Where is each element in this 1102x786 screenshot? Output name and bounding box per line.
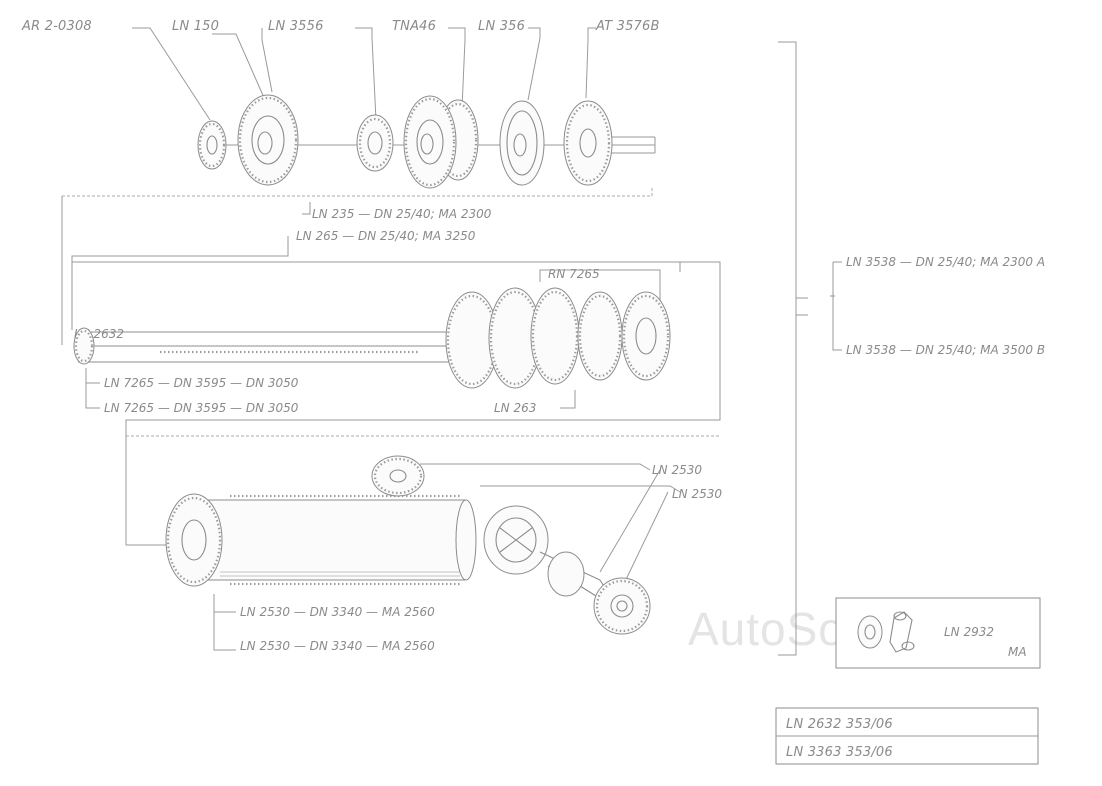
label-mid-5: LN 7265 — DN 3595 — DN 3050 bbox=[104, 401, 299, 415]
inset-detail-box: LN 2932 MA bbox=[835, 597, 1041, 669]
table-row-1: LN 2632 353/06 bbox=[786, 717, 893, 732]
label-top-2: LN 150 bbox=[172, 19, 219, 34]
label-top-5: LN 356 bbox=[478, 19, 525, 34]
label-right-2: LN 3538 — DN 25/40; MA 3500 B bbox=[846, 343, 1045, 357]
lower-shaft-assembly bbox=[165, 455, 651, 635]
label-mid-1: LN 235 — DN 25/40; MA 2300 bbox=[312, 207, 492, 221]
inset-tag: MA bbox=[1008, 645, 1027, 659]
label-right-1: LN 3538 — DN 25/40; MA 2300 A bbox=[846, 255, 1045, 269]
label-top-3: LN 3556 bbox=[268, 19, 324, 34]
top-labels: AR 2-0308 LN 150 LN 3556 TNA46 LN 356 AT… bbox=[21, 19, 660, 34]
label-mid-2: LN 265 — DN 25/40; MA 3250 bbox=[296, 229, 476, 243]
part-number-table: LN 2632 353/06 LN 3363 353/06 bbox=[775, 707, 1039, 765]
label-low-1: LN 2530 bbox=[652, 463, 702, 477]
inset-code: LN 2932 bbox=[944, 625, 994, 639]
top-leader-lines bbox=[132, 27, 596, 121]
label-mid-6: LN 263 bbox=[494, 401, 536, 415]
label-low-4: LN 2530 — DN 3340 — MA 2560 bbox=[240, 639, 435, 653]
middle-shaft-assembly bbox=[73, 269, 671, 409]
label-mid-4: LN 7265 — DN 3595 — DN 3050 bbox=[104, 376, 299, 390]
right-brace bbox=[778, 41, 842, 656]
table-row-2: LN 3363 353/06 bbox=[786, 745, 893, 760]
label-mid-3: RN 7265 bbox=[548, 267, 600, 281]
label-low-2: LN 2530 bbox=[672, 487, 722, 501]
lower-labels: LN 2530 LN 2530 LN 2530 — DN 3340 — MA 2… bbox=[240, 463, 722, 653]
label-top-1: AR 2-0308 bbox=[21, 19, 92, 34]
label-top-6: AT 3576B bbox=[595, 19, 660, 34]
top-shaft-assembly bbox=[197, 94, 656, 189]
middle-bracket-lines bbox=[61, 188, 721, 546]
label-top-4: TNA46 bbox=[392, 19, 436, 34]
label-low-3: LN 2530 — DN 3340 — MA 2560 bbox=[240, 605, 435, 619]
lower-assembly-lines bbox=[126, 435, 720, 651]
